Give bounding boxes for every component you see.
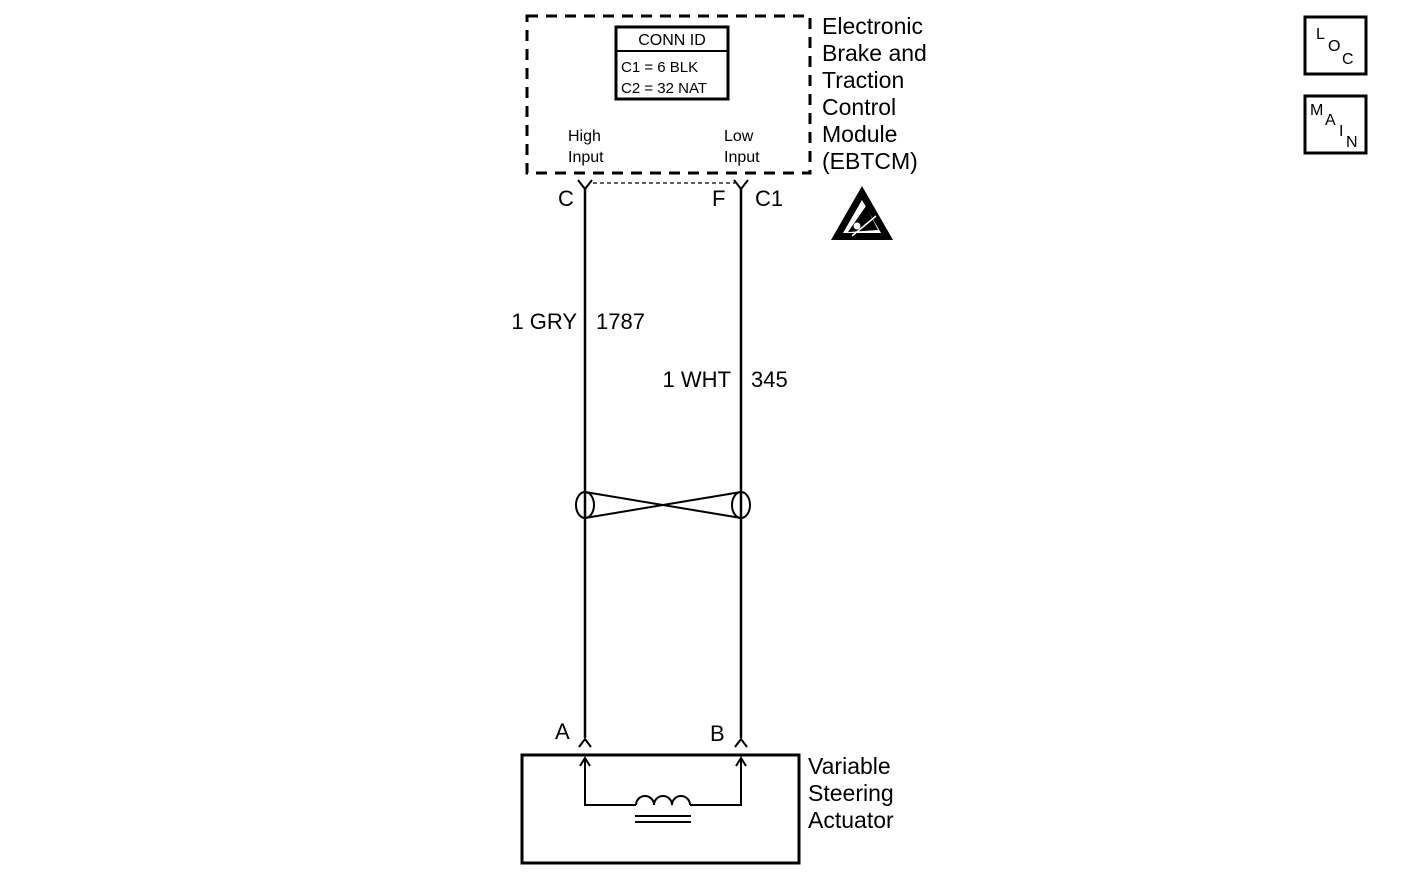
wire-high-gauge-color: 1 GRY — [511, 309, 577, 334]
conn-id-row-c1: C1 = 6 BLK — [621, 59, 698, 76]
module-name-line1: Electronic — [822, 13, 923, 39]
conn-id-table: CONN ID C1 = 6 BLK C2 = 32 NAT — [614, 25, 730, 101]
terminal-b-icon — [734, 737, 748, 748]
actuator-name-line2: Steering — [808, 780, 894, 806]
loc-letter-c: C — [1342, 51, 1354, 68]
connector-c1-label: C1 — [755, 186, 783, 211]
conn-id-title: CONN ID — [638, 32, 706, 49]
pin-a-label: A — [555, 719, 570, 744]
module-name-line4: Control — [822, 94, 896, 120]
module-name-line5: Module — [822, 121, 897, 147]
module-name-line3: Traction — [822, 67, 904, 93]
terminal-c-icon — [577, 179, 593, 191]
wire-low-circuit: 345 — [751, 367, 788, 392]
main-letter-m: M — [1310, 102, 1323, 119]
main-letter-i: I — [1339, 123, 1343, 140]
terminal-a-icon — [578, 737, 592, 748]
main-button[interactable]: M A I N — [1303, 94, 1368, 155]
actuator-pin-a-arrow — [579, 756, 591, 767]
loc-button[interactable]: L O C — [1303, 15, 1368, 76]
actuator-name: Variable Steering Actuator — [808, 753, 894, 833]
terminal-f-icon — [733, 179, 749, 191]
high-input-label-line1: High — [568, 128, 601, 145]
low-input-label-line2: Input — [724, 149, 760, 166]
high-input-label-line2: Input — [568, 149, 604, 166]
module-name-line2: Brake and — [822, 40, 927, 66]
low-input-label-line1: Low — [724, 128, 754, 145]
actuator-box — [520, 753, 801, 865]
pin-c-label: C — [558, 186, 574, 211]
pin-f-label: F — [712, 186, 725, 211]
ebtcm-module-name: Electronic Brake and Traction Control Mo… — [822, 13, 927, 174]
solenoid-coil-icon — [584, 759, 742, 823]
wire-high-circuit: 1787 — [596, 309, 645, 334]
actuator-name-line1: Variable — [808, 753, 891, 779]
ebtcm-module-box — [525, 14, 812, 175]
main-letter-a: A — [1325, 112, 1336, 129]
pin-b-label: B — [710, 721, 725, 746]
wire-low-gauge-color: 1 WHT — [663, 367, 731, 392]
module-name-line6: (EBTCM) — [822, 148, 918, 174]
conn-id-row-c2: C2 = 32 NAT — [621, 80, 707, 97]
actuator-name-line3: Actuator — [808, 807, 894, 833]
esd-warning-icon — [831, 186, 893, 240]
loc-letter-l: L — [1316, 26, 1325, 43]
loc-letter-o: O — [1328, 38, 1340, 55]
actuator-pin-b-arrow — [735, 756, 747, 767]
twisted-pair-icon — [575, 491, 751, 519]
main-letter-n: N — [1346, 134, 1358, 151]
